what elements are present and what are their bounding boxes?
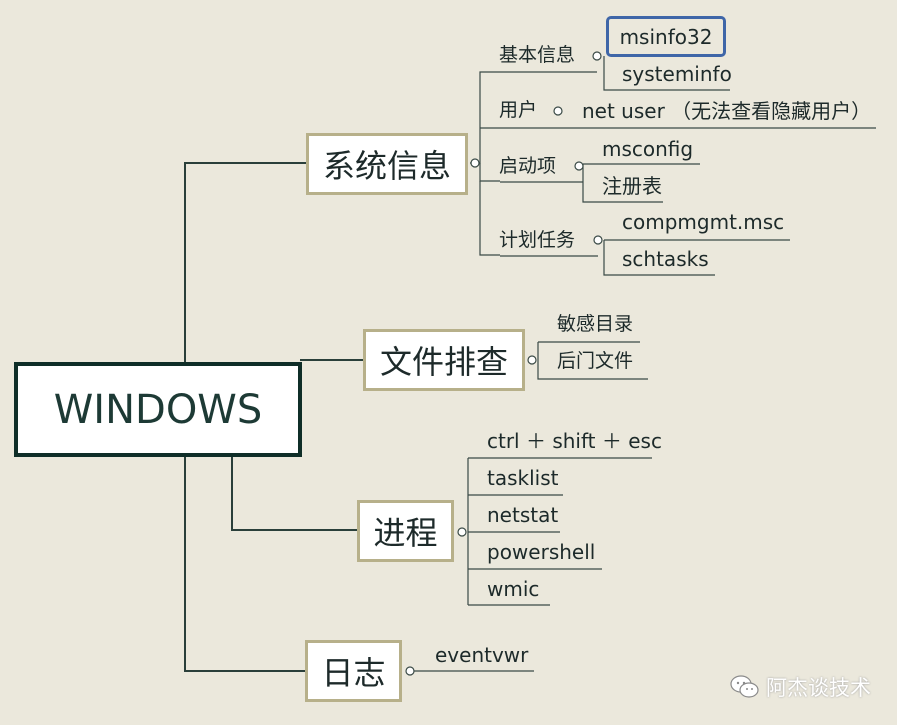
branch-dot bbox=[593, 235, 603, 245]
leaf-net-user[interactable]: net user （无法查看隐藏用户） bbox=[582, 99, 872, 123]
connector-files-items bbox=[537, 341, 648, 380]
wechat-icon bbox=[730, 675, 759, 698]
connector-system-startup bbox=[479, 163, 500, 182]
leaf-sensitive-dirs[interactable]: 敏感目录 bbox=[557, 313, 634, 335]
subtopic-user[interactable]: 用户 bbox=[499, 99, 538, 121]
connector-system-basic bbox=[470, 71, 500, 164]
watermark: 阿杰谈技术 bbox=[730, 672, 871, 702]
branch-system-info[interactable]: 系统信息 bbox=[306, 133, 468, 195]
branch-dot bbox=[405, 666, 415, 676]
connector-tasks-items bbox=[603, 239, 790, 276]
branch-file-check[interactable]: 文件排查 bbox=[363, 329, 525, 391]
branch-file-check-label: 文件排查 bbox=[379, 343, 508, 381]
branch-process[interactable]: 进程 bbox=[357, 500, 454, 562]
branch-dot bbox=[527, 355, 537, 365]
branch-system-info-label: 系统信息 bbox=[322, 147, 451, 185]
leaf-wmic[interactable]: wmic bbox=[487, 577, 540, 601]
root-node[interactable]: WINDOWS bbox=[14, 362, 302, 457]
subtopic-scheduled-tasks[interactable]: 计划任务 bbox=[499, 229, 576, 251]
leaf-schtasks[interactable]: schtasks bbox=[622, 247, 709, 271]
branch-dot bbox=[592, 51, 602, 61]
leaf-powershell[interactable]: powershell bbox=[487, 540, 596, 564]
connector-root-process bbox=[231, 456, 358, 531]
leaf-eventvwr[interactable]: eventvwr bbox=[435, 643, 529, 667]
subtopic-startup[interactable]: 启动项 bbox=[499, 155, 557, 177]
connector-root-logs bbox=[184, 456, 307, 672]
leaf-msinfo32-selected[interactable]: msinfo32 bbox=[606, 16, 726, 57]
leaf-tasklist[interactable]: tasklist bbox=[487, 466, 559, 490]
connector-system-tasks bbox=[479, 181, 500, 256]
leaf-task-manager-shortcut[interactable]: ctrl ＋ shift ＋ esc bbox=[487, 429, 662, 453]
watermark-text: 阿杰谈技术 bbox=[766, 676, 871, 700]
leaf-msinfo32-label: msinfo32 bbox=[619, 24, 713, 49]
leaf-compmgmt[interactable]: compmgmt.msc bbox=[622, 210, 785, 234]
leaf-backdoor-files[interactable]: 后门文件 bbox=[557, 350, 634, 372]
branch-process-label: 进程 bbox=[373, 514, 438, 552]
branch-logs-label: 日志 bbox=[321, 654, 386, 692]
branch-dot bbox=[574, 161, 584, 171]
connector-startup-items bbox=[582, 163, 700, 203]
branch-logs[interactable]: 日志 bbox=[305, 640, 402, 702]
connector-root-system bbox=[184, 162, 307, 362]
leaf-msconfig[interactable]: msconfig bbox=[602, 137, 694, 161]
root-label: WINDOWS bbox=[53, 386, 263, 433]
branch-dot bbox=[457, 527, 467, 537]
connector-basic-items bbox=[603, 56, 730, 91]
leaf-registry[interactable]: 注册表 bbox=[602, 174, 662, 198]
connector-process-items bbox=[468, 494, 602, 606]
subtopic-basic-info[interactable]: 基本信息 bbox=[499, 44, 576, 66]
branch-dot bbox=[470, 158, 480, 168]
leaf-netstat[interactable]: netstat bbox=[487, 503, 559, 527]
branch-dot bbox=[553, 106, 563, 116]
leaf-systeminfo[interactable]: systeminfo bbox=[622, 62, 732, 86]
